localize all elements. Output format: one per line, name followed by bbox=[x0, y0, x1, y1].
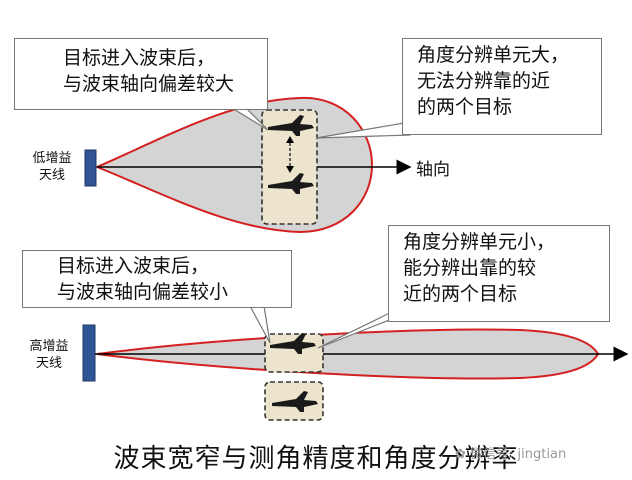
callout-line: 与波束轴向偏差较小 bbox=[57, 281, 229, 303]
diagram-caption: 波束宽窄与测角精度和角度分辨率 bbox=[113, 444, 519, 474]
resolution-cell-narrow bbox=[264, 333, 324, 373]
callout-line: 目标进入波束后， bbox=[57, 255, 210, 277]
callout-line: 无法分辨靠的近 bbox=[417, 70, 551, 92]
axis-label: 轴向 bbox=[416, 160, 450, 180]
callout-line: 角度分辨单元大， bbox=[417, 44, 570, 66]
jet-icon bbox=[268, 173, 314, 194]
callout-deviation-small: 目标进入波束后， 与波束轴向偏差较小 bbox=[22, 250, 292, 308]
wide-beam-lobe bbox=[94, 96, 374, 234]
callout-line: 角度分辨单元小， bbox=[403, 231, 556, 253]
wechat-icon: ✿ bbox=[455, 447, 466, 462]
jet-icon bbox=[270, 333, 316, 354]
callout-resolution-small: 角度分辨单元小， 能分辨出靠的较 近的两个目标 bbox=[388, 225, 610, 322]
callout-line: 与波束轴向偏差较大 bbox=[63, 73, 235, 95]
callout-line: 目标进入波束后， bbox=[63, 47, 216, 69]
callout-deviation-large: 目标进入波束后， 与波束轴向偏差较大 bbox=[14, 38, 268, 110]
low-gain-antenna bbox=[84, 149, 97, 187]
callout-line: 能分辨出靠的较 bbox=[403, 257, 537, 279]
jet-icon bbox=[272, 391, 318, 412]
antenna-label-high-gain: 高增益 天线 bbox=[29, 339, 69, 371]
callout-resolution-large: 角度分辨单元大， 无法分辨靠的近 的两个目标 bbox=[402, 38, 602, 135]
callout-line: 近的两个目标 bbox=[403, 283, 518, 305]
wechat-watermark: ✿ 微信号: jingtian bbox=[455, 447, 567, 462]
antenna-label-low-gain: 低增益 天线 bbox=[32, 151, 72, 183]
callout-line: 的两个目标 bbox=[417, 96, 513, 118]
jet-icon bbox=[268, 115, 314, 136]
high-gain-antenna bbox=[82, 324, 96, 382]
